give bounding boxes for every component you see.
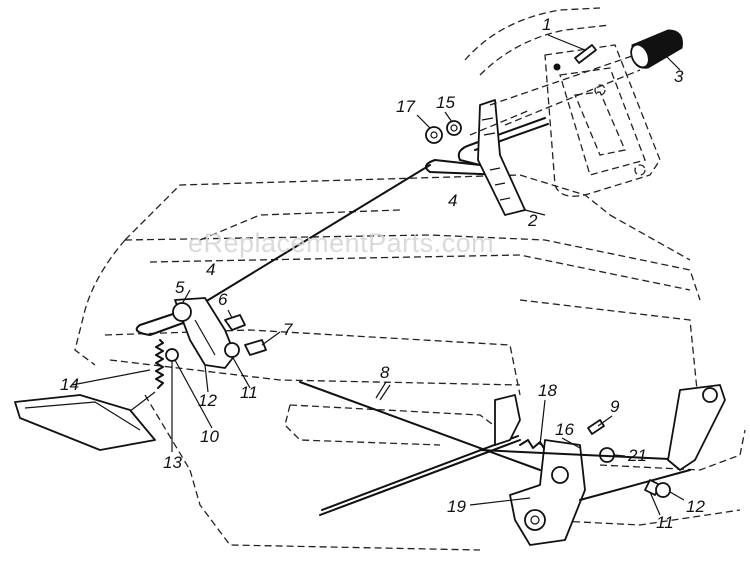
callout-14: 14 [60,375,79,394]
nut-17 [425,126,443,144]
callout-6: 6 [218,290,228,309]
right-link [644,384,726,498]
pivot-bracket [479,394,691,546]
callout-15: 15 [436,93,455,112]
callout-5: 5 [175,278,185,297]
callout-16: 16 [555,420,574,439]
callout-12-right: 12 [686,497,705,516]
callout-4-left: 4 [206,260,215,279]
callout-10: 10 [200,427,219,446]
leader-lines [71,54,685,516]
screw [547,34,597,71]
console-panel-outline [464,7,661,197]
callouts: 1 2 3 4 4 5 6 7 8 9 10 11 11 12 12 13 14… [60,15,705,532]
callout-3: 3 [674,67,684,86]
callout-7: 7 [283,320,293,339]
callout-8: 8 [380,363,390,382]
handle-grip [630,29,683,69]
lower-bracket [14,394,156,451]
callout-17: 17 [396,97,415,116]
callout-19: 19 [447,497,466,516]
nut-15 [446,120,462,136]
callout-21: 21 [627,446,647,465]
control-rod [299,381,541,516]
callout-1: 1 [542,15,551,34]
callout-18: 18 [538,381,557,400]
callout-11-right: 11 [656,513,674,532]
lift-lever [425,99,549,216]
watermark: eReplacementParts.com [188,228,494,258]
callout-9: 9 [610,397,620,416]
callout-11-left: 11 [240,383,258,402]
callout-4-top: 4 [448,191,457,210]
lift-arm-assembly [165,297,267,369]
callout-12-left: 12 [198,391,217,410]
callout-13: 13 [163,453,182,472]
callout-2: 2 [527,211,538,230]
alignment-lines [469,54,641,136]
